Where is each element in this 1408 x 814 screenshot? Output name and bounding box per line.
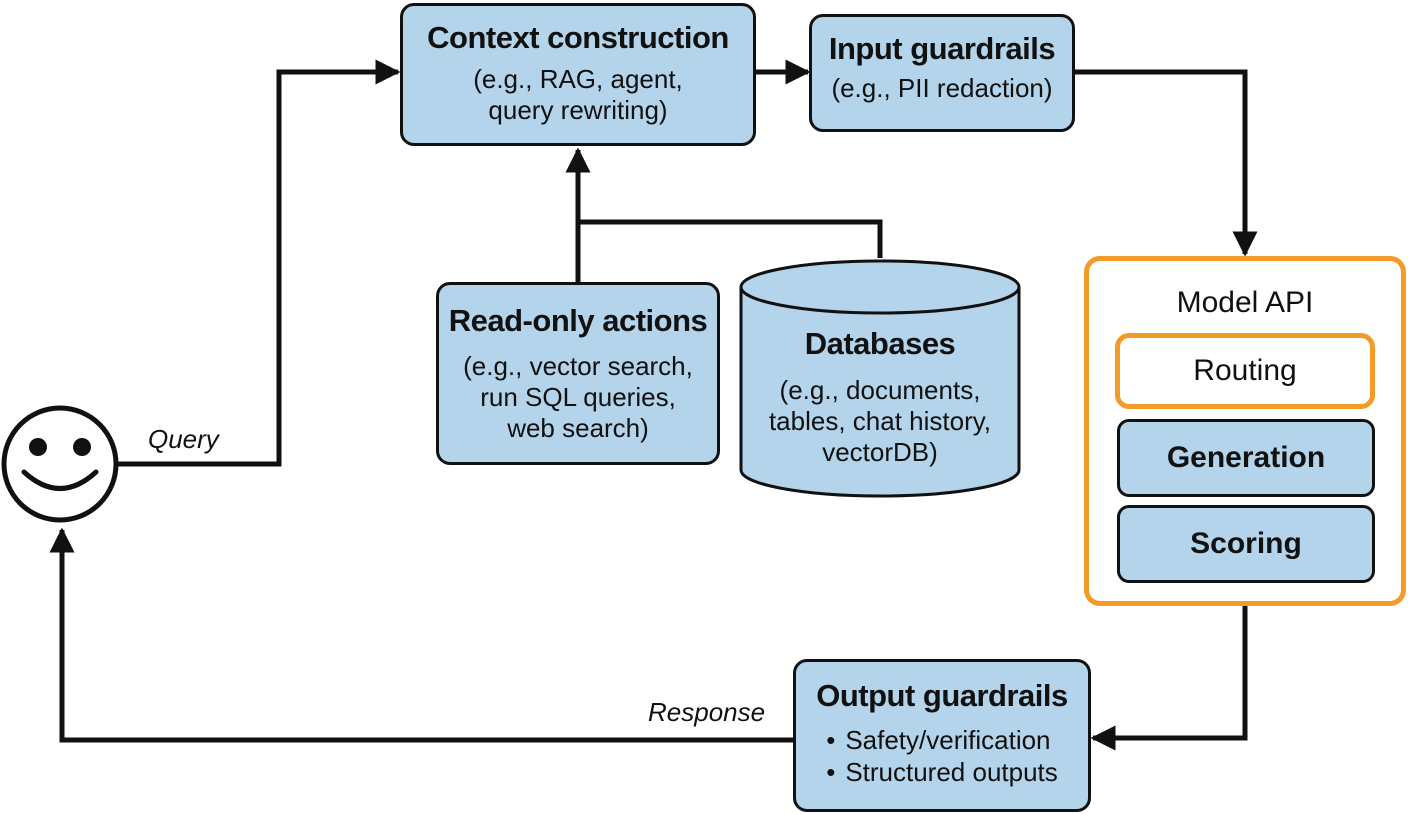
output-guardrails-title: Output guardrails (816, 678, 1068, 713)
output-guardrails-bullets: Safety/verification Structured outputs (826, 724, 1058, 788)
read-only-actions-box: Read-only actions (e.g., vector search, … (436, 282, 720, 465)
context-construction-subtitle-1: (e.g., RAG, agent, (473, 64, 683, 94)
read-only-actions-subtitle-2: run SQL queries, (480, 382, 676, 412)
output-guardrails-bullet-1: Safety/verification (826, 724, 1058, 756)
output-guardrails-bullet-2: Structured outputs (826, 756, 1057, 788)
context-construction-subtitle-2: query rewriting) (488, 95, 668, 125)
model-api-container: Model API Routing Generation Scoring (1084, 256, 1406, 606)
edge-model-api-to-output-guardrails (1090, 606, 1248, 751)
edge-query (115, 59, 401, 467)
input-guardrails-box: Input guardrails (e.g., PII redaction) (809, 14, 1075, 132)
databases-subtitle-2: tables, chat history, (768, 406, 992, 436)
databases-title-text: Databases (804, 326, 956, 361)
query-label: Query (148, 424, 219, 454)
input-guardrails-subtitle: (e.g., PII redaction) (831, 73, 1053, 103)
smiley-face-icon (1, 405, 119, 523)
routing-box: Routing (1115, 333, 1375, 409)
databases-subtitle-3: vectorDB) (822, 437, 938, 467)
context-construction-title: Context construction (427, 20, 729, 55)
databases-subtitle: (e.g., documents, tables, chat history, … (740, 375, 1020, 468)
model-api-title: Model API (1176, 286, 1314, 319)
edge-databases-to-context (578, 219, 883, 258)
output-guardrails-box: Output guardrails Safety/verification St… (793, 659, 1091, 812)
input-guardrails-title: Input guardrails (828, 31, 1056, 66)
read-only-actions-subtitle-1: (e.g., vector search, (463, 351, 693, 381)
read-only-actions-title: Read-only actions (448, 303, 708, 338)
read-only-actions-subtitle-3: web search) (507, 413, 649, 443)
edge-response (49, 527, 793, 743)
edge-input-guardrails-to-model-api (1075, 69, 1258, 257)
context-construction-box: Context construction (e.g., RAG, agent, … (400, 3, 756, 146)
generation-box: Generation (1117, 419, 1375, 497)
scoring-box: Scoring (1117, 505, 1375, 583)
databases-subtitle-1: (e.g., documents, (779, 375, 981, 405)
databases-cylinder (739, 259, 1021, 498)
databases-title: Databases (740, 326, 1020, 362)
response-label: Response (648, 697, 766, 727)
